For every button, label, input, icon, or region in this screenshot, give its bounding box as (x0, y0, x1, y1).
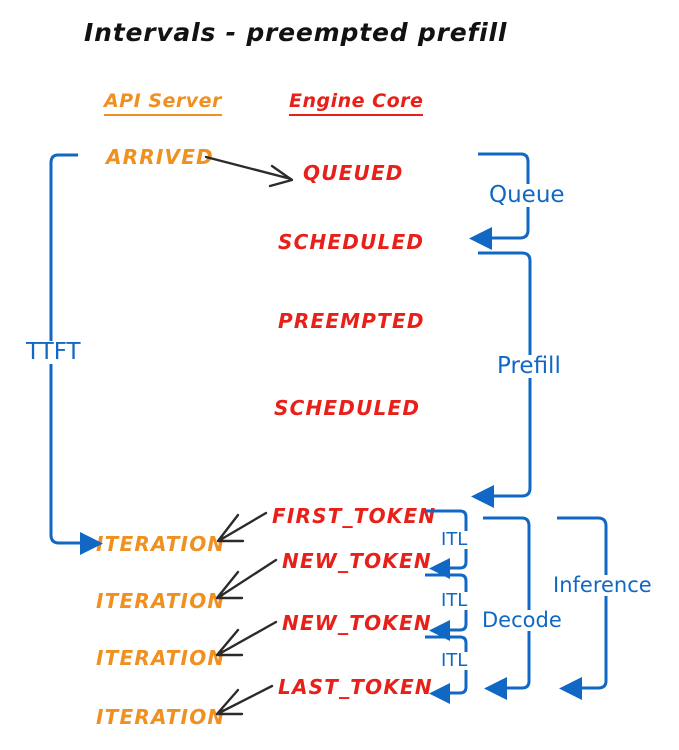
event-last-token: LAST_TOKEN (278, 675, 433, 699)
column-header-engine-core: Engine Core (289, 90, 424, 116)
interval-bracket-decode (483, 516, 531, 700)
event-iteration-3: ITERATION (96, 646, 226, 670)
event-new-token-1: NEW_TOKEN (282, 549, 432, 573)
column-header-api-server: API Server (104, 90, 222, 116)
event-scheduled-2: SCHEDULED (274, 396, 421, 420)
arrow-new-token-1-to-iteration (215, 558, 278, 600)
interval-bracket-inference (557, 516, 608, 700)
arrow-new-token-2-to-iteration (215, 620, 278, 657)
interval-label-inference: Inference (549, 575, 656, 596)
interval-label-queue: Queue (485, 184, 569, 207)
interval-label-itl-1: ITL (437, 531, 472, 549)
arrow-first-token-to-iteration (216, 511, 268, 543)
interval-label-itl-3: ITL (437, 652, 472, 670)
interval-bracket-prefill (471, 251, 532, 508)
interval-label-decode: Decode (478, 610, 566, 631)
arrow-last-token-to-iteration (215, 684, 274, 716)
event-first-token: FIRST_TOKEN (272, 504, 437, 528)
event-iteration-2: ITERATION (96, 589, 226, 613)
page-title: Intervals - preempted prefill (84, 18, 508, 47)
interval-label-ttft: TTFT (22, 341, 85, 364)
event-scheduled-1: SCHEDULED (278, 230, 425, 254)
arrow-arrived-to-queued (204, 155, 294, 188)
event-iteration-1: ITERATION (96, 532, 226, 556)
event-preempted: PREEMPTED (278, 309, 425, 333)
event-arrived: ARRIVED (106, 145, 214, 169)
interval-label-itl-2: ITL (437, 592, 472, 610)
event-queued: QUEUED (303, 161, 404, 185)
event-new-token-2: NEW_TOKEN (282, 611, 432, 635)
interval-label-prefill: Prefill (493, 355, 565, 378)
event-iteration-4: ITERATION (96, 705, 226, 729)
